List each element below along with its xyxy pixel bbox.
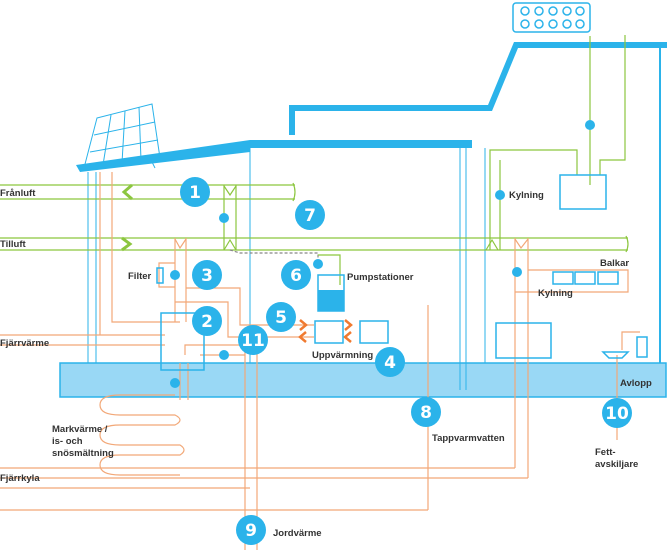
marker-1: 1 (180, 177, 210, 207)
label-pumpstationer: Pumpstationer (347, 272, 414, 283)
heat-exchanger-box (160, 312, 205, 371)
label-avlopp: Avlopp (620, 378, 652, 389)
label-filter: Filter (128, 271, 152, 282)
ground-band (59, 362, 667, 398)
label-fjarrvarme: Fjärrvärme (0, 338, 49, 349)
svg-text:10: 10 (605, 404, 629, 424)
labels: Frånluft Tilluft Filter Pumpstationer Up… (0, 188, 652, 539)
label-kylning-balkar: Kylning (538, 288, 573, 299)
air-ducts (0, 35, 629, 285)
marker-2: 2 (192, 306, 222, 336)
radiator-2-icon (359, 320, 389, 344)
control-panel-icon (512, 2, 591, 33)
pump-icons (170, 120, 595, 388)
cooling-unit-top (559, 174, 607, 210)
label-uppvarmning: Uppvärmning (312, 350, 373, 361)
building-outline (76, 42, 667, 390)
svg-text:9: 9 (245, 521, 257, 541)
radiator-arrows (298, 319, 353, 343)
marker-3: 3 (192, 260, 222, 290)
filter-icon (156, 267, 164, 284)
marker-11: 11 (238, 325, 268, 355)
svg-text:2: 2 (201, 312, 213, 332)
label-franluft: Frånluft (0, 188, 36, 199)
grease-trap-icon (636, 336, 648, 358)
label-jordvarme: Jordvärme (273, 528, 322, 539)
marker-8: 8 (411, 397, 441, 427)
district-cooling-box (495, 322, 552, 359)
svg-text:4: 4 (384, 353, 396, 373)
heating-pipes (0, 172, 640, 550)
label-markvarme-3: snösmältning (52, 448, 114, 459)
marker-10: 10 (602, 398, 632, 428)
svg-text:6: 6 (290, 266, 302, 286)
label-fettavskiljare-2: avskiljare (595, 459, 638, 470)
marker-5: 5 (266, 302, 296, 332)
label-balkar: Balkar (600, 258, 629, 269)
label-fjarrkyla: Fjärrkyla (0, 473, 40, 484)
label-kylning-top: Kylning (509, 190, 544, 201)
label-markvarme-2: is- och (52, 436, 83, 447)
marker-6: 6 (281, 260, 311, 290)
marker-9: 9 (236, 515, 266, 545)
label-fettavskiljare-1: Fett- (595, 447, 616, 458)
svg-text:1: 1 (189, 183, 201, 203)
marker-4: 4 (375, 347, 405, 377)
svg-text:3: 3 (201, 266, 213, 286)
number-markers: 1 2 3 4 5 6 7 8 9 10 11 (180, 177, 632, 545)
label-markvarme-1: Markvärme / (52, 424, 108, 435)
svg-text:11: 11 (241, 331, 265, 351)
label-tappvarmvatten: Tappvarmvatten (432, 433, 505, 444)
svg-text:5: 5 (275, 308, 287, 328)
label-tilluft: Tilluft (0, 239, 27, 250)
radiator-1-icon (314, 320, 344, 344)
marker-7: 7 (295, 200, 325, 230)
svg-text:8: 8 (420, 403, 432, 423)
svg-text:7: 7 (304, 206, 316, 226)
